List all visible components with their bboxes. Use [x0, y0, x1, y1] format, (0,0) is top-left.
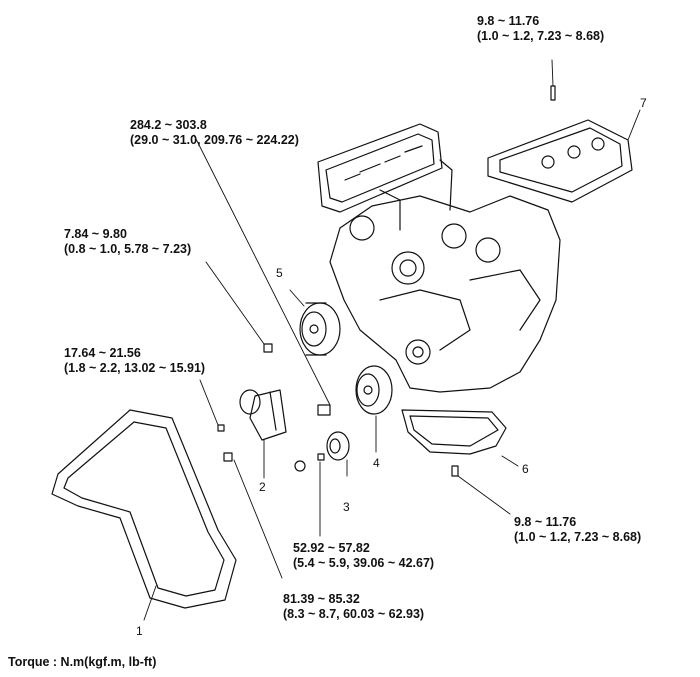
torque-line-1: 9.8 ~ 11.76	[477, 14, 540, 28]
auto-tensioner	[239, 389, 287, 441]
torque-tensioner-bolt-large: 81.39 ~ 85.32 (8.3 ~ 8.7, 60.03 ~ 62.93)	[283, 592, 424, 622]
torque-line-2: (0.8 ~ 1.0, 5.78 ~ 7.23)	[64, 242, 192, 256]
callout-5: 5	[276, 266, 283, 280]
water-pump-pulley	[299, 302, 341, 356]
torque-crank-bolt: 284.2 ~ 303.8 (29.0 ~ 31.0, 209.76 ~ 224…	[130, 118, 299, 148]
torque-line-1: 9.8 ~ 11.76	[514, 515, 577, 529]
torque-pump-pulley-bolt: 7.84 ~ 9.80 (0.8 ~ 1.0, 5.78 ~ 7.23)	[64, 227, 191, 257]
cylinder-head-cover-right	[487, 119, 633, 203]
oil-pan	[401, 409, 507, 455]
callout-2: 2	[259, 480, 266, 494]
engine-block	[329, 159, 561, 393]
drive-belt	[51, 409, 237, 609]
torque-line-1: 52.92 ~ 57.82	[293, 541, 370, 555]
torque-line-1: 81.39 ~ 85.32	[283, 592, 360, 606]
callout-1: 1	[136, 624, 143, 638]
torque-unit-note: Torque : N.m(kgf.m, lb-ft)	[8, 655, 157, 669]
callout-7: 7	[640, 96, 647, 110]
crankshaft-pulley	[355, 365, 393, 415]
bolts	[217, 85, 556, 477]
torque-cover-bolt: 9.8 ~ 11.76 (1.0 ~ 1.2, 7.23 ~ 8.68)	[477, 14, 604, 44]
torque-line-1: 17.64 ~ 21.56	[64, 346, 141, 360]
idler-pulley	[294, 431, 350, 472]
torque-tensioner-bolt-small: 17.64 ~ 21.56 (1.8 ~ 2.2, 13.02 ~ 15.91)	[64, 346, 205, 376]
leader-lines	[143, 59, 641, 621]
torque-line-2: (29.0 ~ 31.0, 209.76 ~ 224.22)	[130, 133, 299, 147]
torque-line-2: (1.8 ~ 2.2, 13.02 ~ 15.91)	[64, 361, 206, 375]
torque-line-2: (5.4 ~ 5.9, 39.06 ~ 42.67)	[293, 556, 435, 570]
callout-4: 4	[373, 456, 380, 470]
callout-6: 6	[522, 462, 529, 476]
torque-line-2: (1.0 ~ 1.2, 7.23 ~ 8.68)	[514, 530, 642, 544]
torque-line-1: 284.2 ~ 303.8	[130, 118, 207, 132]
torque-oil-pan-bolt: 9.8 ~ 11.76 (1.0 ~ 1.2, 7.23 ~ 8.68)	[514, 515, 641, 545]
torque-line-2: (1.0 ~ 1.2, 7.23 ~ 8.68)	[477, 29, 605, 43]
torque-idler-bolt: 52.92 ~ 57.82 (5.4 ~ 5.9, 39.06 ~ 42.67)	[293, 541, 434, 571]
cylinder-head-cover-left	[317, 123, 443, 213]
torque-line-1: 7.84 ~ 9.80	[64, 227, 127, 241]
callout-3: 3	[343, 500, 350, 514]
torque-line-2: (8.3 ~ 8.7, 60.03 ~ 62.93)	[283, 607, 425, 621]
